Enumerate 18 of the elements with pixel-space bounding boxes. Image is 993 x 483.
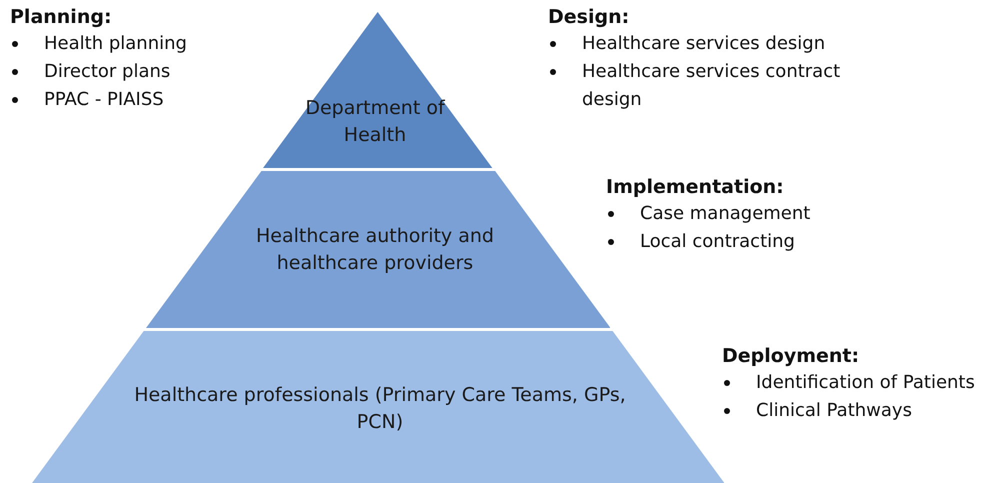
bullet-item: Clinical Pathways [756, 400, 912, 421]
bullet-item: Local contracting [640, 231, 795, 252]
bullet-item: Director plans [44, 61, 170, 82]
bullet-item: Case management [640, 203, 810, 224]
section-heading: Planning: [10, 6, 113, 28]
bullet-item: Healthcare services contract design [582, 61, 840, 110]
tier-label: Healthcare professionals (Primary Care Teams, GPs, PCN) [133, 383, 627, 435]
section-heading: Design: [548, 6, 630, 28]
bullet-item: Healthcare services design [582, 33, 826, 54]
bullet-item: PPAC - PIAISS [44, 89, 164, 110]
tier-label: Department of Health [304, 96, 446, 148]
section-heading: Implementation: [606, 176, 785, 198]
bullet-item: Health planning [44, 33, 187, 54]
bullet-item: Identification of Patients [756, 372, 975, 393]
pyramid-apex [263, 12, 493, 168]
pyramid-tier [32, 331, 724, 483]
section-heading: Deployment: [722, 345, 860, 367]
tier-label: Healthcare authority and healthcare providers [254, 224, 495, 276]
